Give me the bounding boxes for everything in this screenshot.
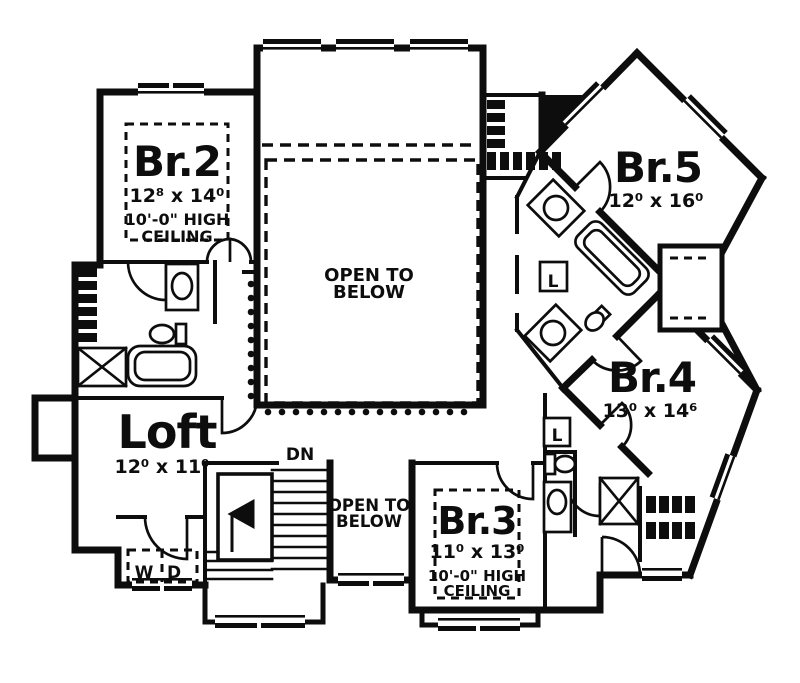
x-box-chase (598, 476, 640, 526)
br3-label-box (433, 488, 521, 600)
door-arc-closet-br4 (600, 535, 642, 576)
window (338, 573, 404, 586)
sink (539, 319, 567, 347)
closet-shelving (77, 268, 97, 342)
bathtub (574, 220, 650, 296)
stair-landing (216, 472, 274, 562)
open-to-below-center-line1: OPEN TO (324, 265, 414, 286)
fireplace-bay-dashes (670, 256, 712, 320)
linen-label-upper: L (548, 272, 559, 292)
label-knockout (324, 250, 416, 302)
door-arc-br5 (574, 160, 612, 213)
room-label-br3: Br.3 (437, 499, 516, 543)
stairs-dn-label: DN (286, 445, 314, 465)
room-dims-br2: 12⁸ x 14⁰ (129, 185, 224, 207)
room-dims-loft: 12⁰ x 11⁰ (114, 456, 209, 478)
stairs (203, 468, 332, 581)
doors (126, 160, 643, 576)
room-dims-br5: 12⁰ x 16⁰ (608, 190, 703, 212)
br2-label-box (124, 122, 230, 242)
window (138, 83, 204, 97)
door-arc-bath-left (126, 261, 168, 302)
toilet (543, 452, 577, 476)
linen-closet-box (542, 416, 572, 448)
label-boxes (124, 122, 521, 600)
window (336, 39, 394, 53)
washer-label: W (135, 563, 154, 583)
ceiling-note-br2-line2: CEILING (141, 227, 212, 246)
open-to-below-center-line2: BELOW (333, 282, 405, 303)
door-arc-laundry (143, 516, 189, 561)
room-label-br2: Br.2 (133, 137, 221, 186)
window (410, 39, 468, 53)
ceiling-note-br2-line1: 10'-0" HIGH (125, 210, 230, 229)
closet-shelving (487, 100, 561, 170)
railing-left (247, 280, 255, 400)
linen-label-lower: L (552, 426, 563, 446)
dryer-label: D (167, 563, 181, 583)
windows (132, 39, 747, 631)
bathtub (126, 344, 198, 388)
railing-dots (247, 280, 468, 416)
ceiling-note-br3-line2: CEILING (444, 582, 511, 600)
room-label-br4: Br.4 (608, 353, 696, 402)
room-dims-br3: 11⁰ x 13⁰ (429, 541, 524, 563)
x-box-chase (76, 346, 128, 388)
window (263, 39, 321, 53)
open-to-below-lower-line1: OPEN TO (328, 496, 410, 515)
door-arc-br4-west (599, 401, 633, 448)
fixtures (76, 100, 695, 584)
door-arc-loft (220, 397, 259, 435)
window (559, 81, 606, 128)
fireplace-bay (657, 243, 725, 333)
room-label-br5: Br.5 (614, 143, 702, 192)
labels: Br.2 12⁸ x 14⁰ 10'-0" HIGH CEILING Br.5 … (114, 137, 703, 600)
door-arc-double-br2 (205, 237, 253, 263)
sink (542, 194, 570, 222)
sink-vanity (542, 480, 573, 534)
sink-vanity (164, 262, 200, 312)
toilet (148, 322, 188, 346)
railing-bottom (264, 408, 468, 416)
interior-walls (73, 93, 725, 612)
window (438, 618, 520, 631)
room-label-loft: Loft (118, 405, 217, 459)
window (681, 94, 728, 141)
window (704, 334, 747, 377)
closet-shelving (646, 496, 695, 539)
ceiling-note-br3-line1: 10'-0" HIGH (428, 567, 526, 585)
washer-dryer-box (126, 548, 199, 584)
window (709, 453, 739, 502)
door-arc-br4 (591, 335, 643, 372)
window (215, 615, 305, 628)
linen-closet-box (538, 260, 569, 293)
toilet (584, 303, 613, 332)
window (642, 568, 682, 581)
room-dims-br4: 13⁰ x 14⁶ (602, 400, 697, 422)
open-to-below-lower-line2: BELOW (336, 512, 402, 531)
door-arc-br3 (495, 462, 535, 501)
